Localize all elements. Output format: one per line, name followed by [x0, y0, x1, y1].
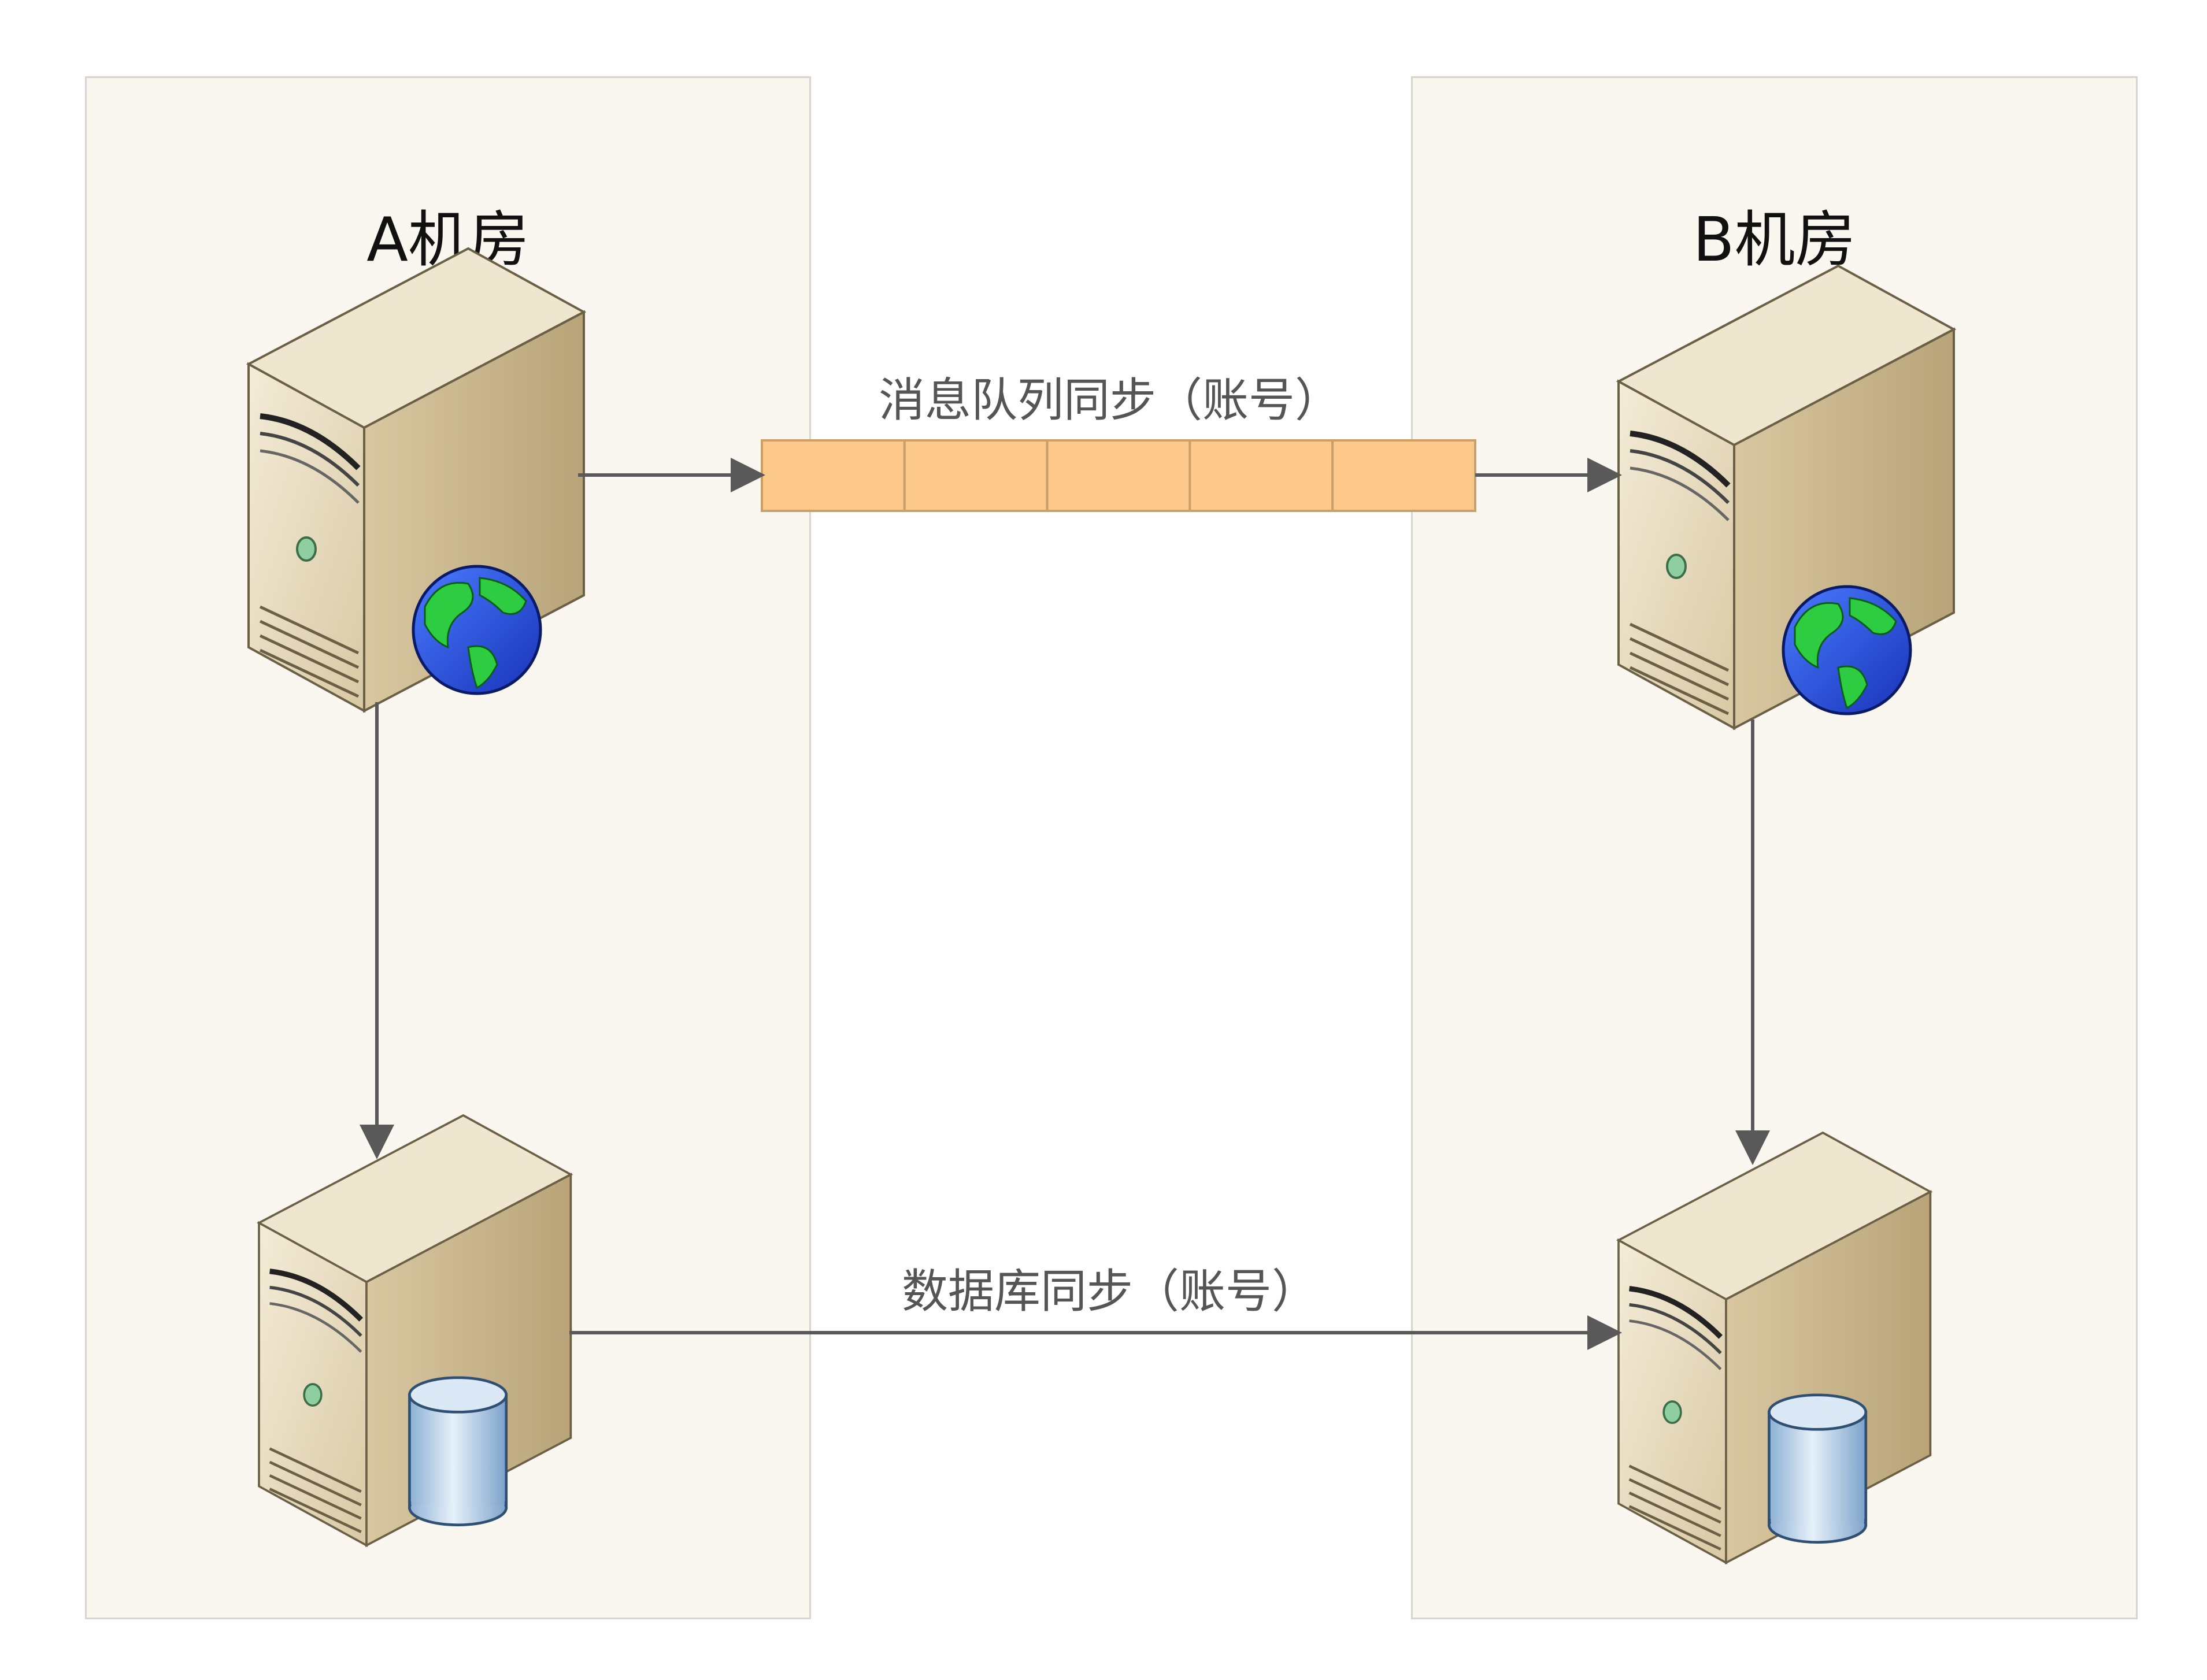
server-b-db — [1619, 1133, 1930, 1563]
queue-cell — [761, 439, 906, 512]
globe-icon — [412, 565, 542, 695]
edge-label-mq-sync: 消息队列同步（账号） — [879, 373, 1341, 427]
server-a-db — [259, 1115, 571, 1545]
message-queue — [761, 439, 1476, 512]
zone-b-title: B机房 — [1693, 205, 1856, 275]
database-icon — [1768, 1393, 1868, 1544]
queue-cell — [1046, 439, 1191, 512]
queue-cell — [1188, 439, 1334, 512]
server-b-web — [1619, 266, 1954, 728]
database-icon — [408, 1376, 508, 1526]
queue-cell — [903, 439, 1049, 512]
server-a-web — [249, 249, 584, 711]
globe-icon — [1782, 585, 1912, 715]
edge-label-db-sync: 数据库同步（账号） — [902, 1264, 1318, 1318]
queue-cell — [1331, 439, 1476, 512]
